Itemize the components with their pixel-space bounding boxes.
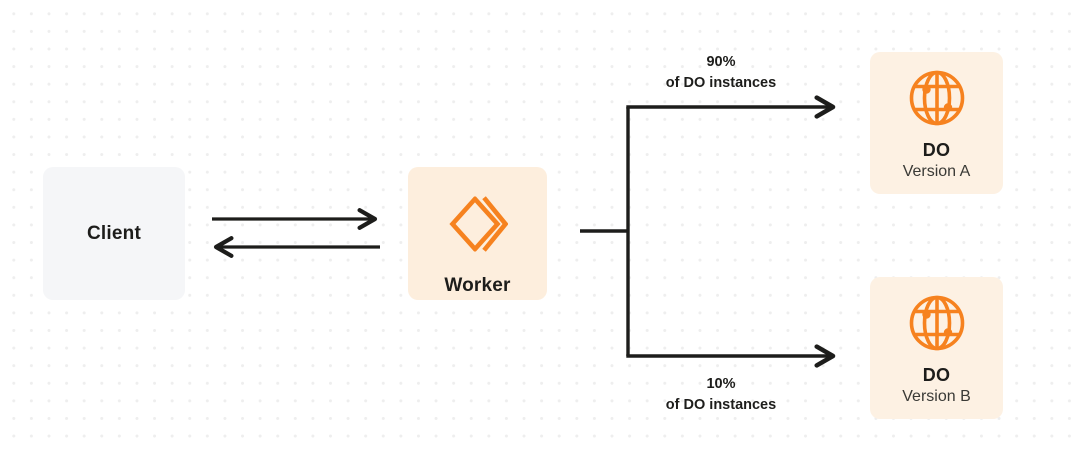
edge-label-do-a: 90% of DO instances <box>597 52 845 93</box>
edge-label-do-a-percent: 90% <box>706 54 736 70</box>
edge-label-do-b-percent: 10% <box>706 376 736 392</box>
node-do-a-sublabel: Version A <box>902 163 971 180</box>
connector-worker-split <box>580 107 630 356</box>
node-do-version-a[interactable]: DO Version A <box>870 52 1003 194</box>
cloudflare-workers-icon <box>448 195 508 253</box>
node-client[interactable]: Client <box>43 167 185 300</box>
node-do-b-label: DO <box>922 365 951 385</box>
durable-object-globe-icon <box>907 68 967 128</box>
edge-label-do-b: 10% of DO instances <box>597 374 845 415</box>
edge-label-do-a-detail: of DO instances <box>665 74 777 91</box>
node-worker[interactable]: Worker <box>408 167 547 300</box>
node-client-label: Client <box>87 222 141 244</box>
edge-label-do-b-detail: of DO instances <box>665 396 777 413</box>
durable-object-globe-icon <box>907 293 967 353</box>
node-do-a-label: DO <box>922 140 951 160</box>
node-worker-label: Worker <box>444 275 511 296</box>
node-do-b-sublabel: Version B <box>902 388 971 405</box>
node-do-version-b[interactable]: DO Version B <box>870 277 1003 419</box>
